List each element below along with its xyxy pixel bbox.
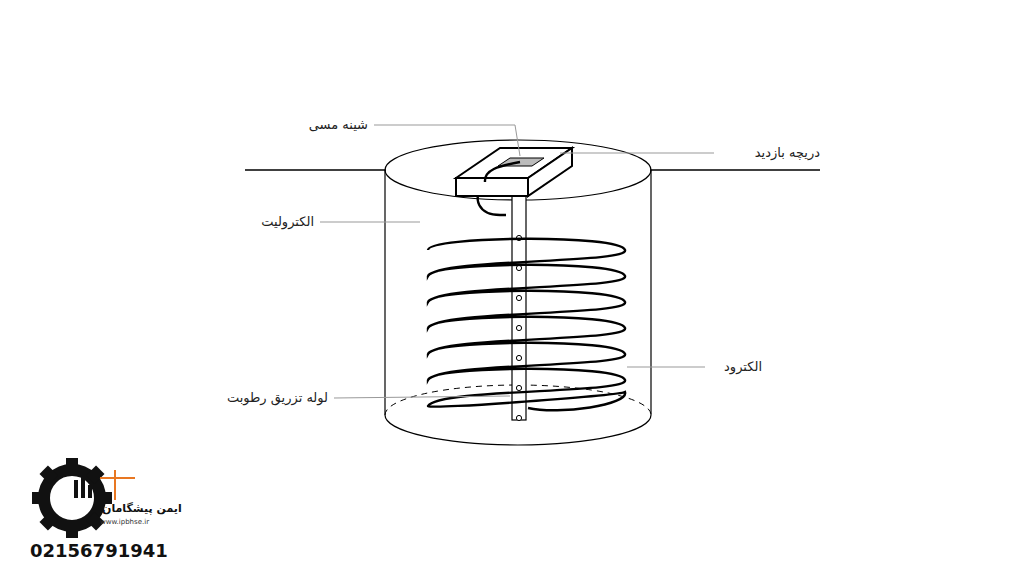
pipe-hole (516, 415, 521, 420)
pipe-hole (516, 325, 521, 330)
pipe-hole (516, 355, 521, 360)
part-label: لوله تزریق رطوبت (227, 390, 328, 406)
cylinder-top (385, 140, 651, 200)
part-label: الکترولیت (261, 214, 314, 230)
leader-line (627, 367, 705, 368)
logo-text: ایمن پیشگامان (102, 502, 182, 515)
cylinder-wall (650, 170, 651, 415)
injection-pipe (512, 192, 526, 420)
cylinder-wall (384, 170, 385, 415)
ground-line (245, 169, 386, 170)
leader-line (320, 222, 420, 223)
pipe-hole (516, 385, 521, 390)
part-label: دریچه بازدید (755, 145, 820, 161)
logo-url: www.ipbhse.ir (100, 518, 149, 526)
coil-electrode (428, 239, 625, 411)
electrode-cable (485, 162, 520, 182)
part-label: شینه مسی (309, 117, 368, 133)
inspection-box-side (528, 148, 572, 196)
cylinder-bottom (385, 415, 651, 445)
inspection-box-front (456, 178, 528, 196)
part-label: الکترود (724, 359, 762, 375)
leader-line (334, 396, 510, 398)
leader-line (560, 153, 714, 154)
ground-line (650, 169, 820, 170)
leader-line (374, 125, 520, 156)
pipe-hole (516, 295, 521, 300)
pipe-hole (516, 265, 521, 270)
phone-number: 02156791941 (30, 540, 168, 562)
